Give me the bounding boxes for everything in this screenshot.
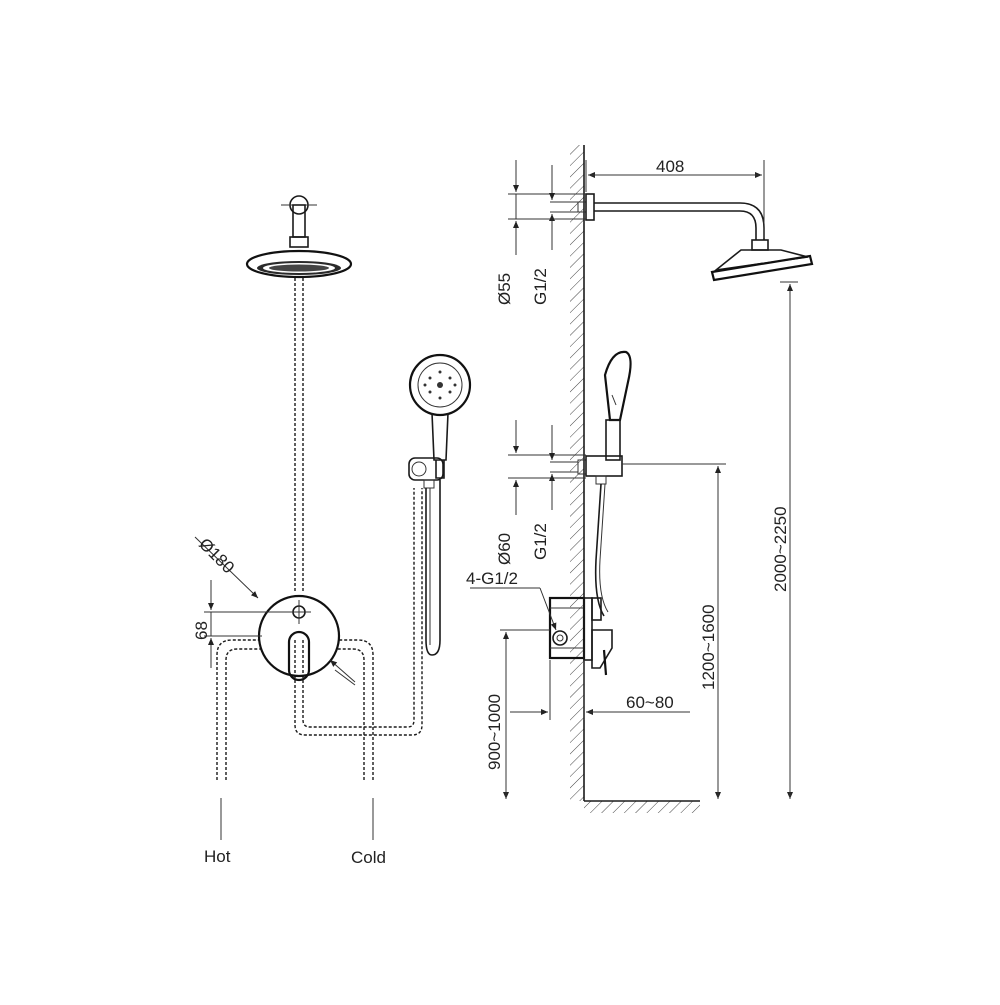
front-handshower-holder <box>408 457 444 489</box>
front-concealed-pipe-loop <box>294 488 423 736</box>
side-head-height-dim: 2000~2250 <box>771 281 798 799</box>
front-ceiling-arm <box>281 195 317 248</box>
front-hose <box>425 480 441 656</box>
side-hose <box>594 483 609 617</box>
front-rain-head <box>245 249 353 279</box>
floor-section <box>584 800 700 813</box>
front-handle-offset-dim: 68 <box>192 580 292 668</box>
side-hand-shower <box>603 350 632 461</box>
front-hand-shower <box>408 353 472 479</box>
side-valve-ports-leader: 4-G1/2 <box>466 569 557 631</box>
side-wall-depth-dim: 60~80 <box>510 660 690 720</box>
holder-thread-label: G1/2 <box>531 523 550 560</box>
side-holder-height-dim: 1200~1600 <box>622 463 726 799</box>
side-valve-body <box>548 596 613 676</box>
front-plate-dim: Ø180 <box>194 534 356 686</box>
side-arm-length-dim: 408 <box>585 157 765 238</box>
head-pipe-diameter-label: Ø55 <box>495 273 514 305</box>
front-riser-pipe <box>294 278 304 592</box>
plate-diameter-label: Ø180 <box>195 534 238 577</box>
head-height-label: 2000~2250 <box>771 506 790 592</box>
side-valve-height-dim: 900~1000 <box>485 629 550 799</box>
wall-section <box>570 145 585 801</box>
front-view: Ø180 68 Hot Cold <box>192 195 472 867</box>
side-shower-arm <box>577 193 769 251</box>
side-view: 408 Ø55 G1/2 <box>466 145 814 813</box>
side-holder-connection-dims: Ø60 G1/2 <box>495 420 586 565</box>
holder-diameter-label: Ø60 <box>495 533 514 565</box>
arm-length-label: 408 <box>656 157 684 176</box>
valve-ports-label: 4-G1/2 <box>466 569 518 588</box>
front-inlet-labels: Hot Cold <box>204 798 386 867</box>
hot-label: Hot <box>204 847 231 866</box>
head-thread-label: G1/2 <box>531 268 550 305</box>
cold-label: Cold <box>351 848 386 867</box>
side-rain-head <box>710 249 814 282</box>
front-supply-pipes <box>216 639 374 780</box>
front-mixer-valve <box>257 594 341 682</box>
wall-depth-label: 60~80 <box>626 693 674 712</box>
valve-height-label: 900~1000 <box>485 694 504 770</box>
side-head-connection-dims: Ø55 G1/2 <box>495 160 586 305</box>
handle-offset-label: 68 <box>192 621 211 640</box>
holder-height-label: 1200~1600 <box>699 604 718 690</box>
